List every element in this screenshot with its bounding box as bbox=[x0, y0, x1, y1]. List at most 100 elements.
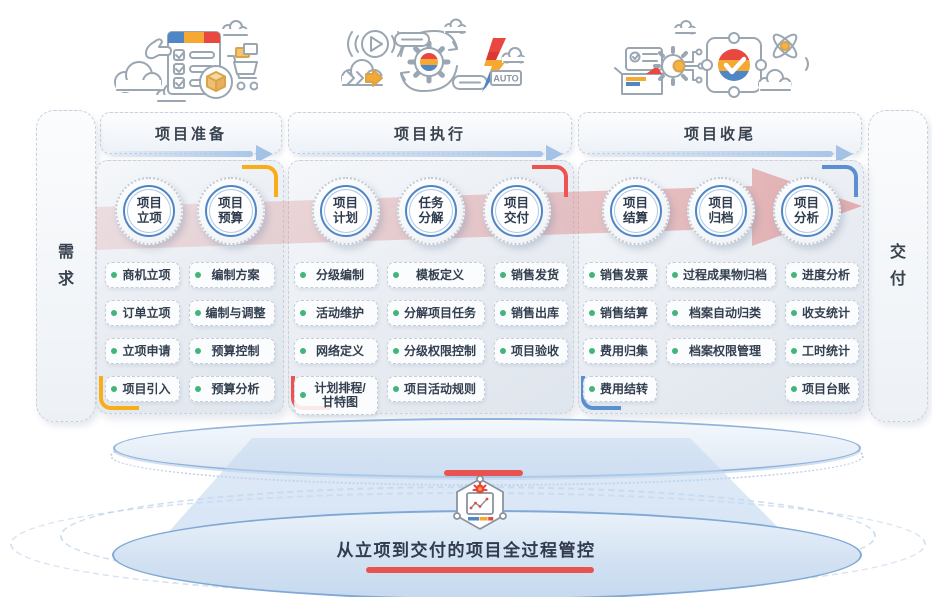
stage-arrow-head-icon bbox=[546, 145, 563, 163]
feature-label: 计划排程/甘特图 bbox=[314, 381, 366, 410]
feature-item: 项目台账 bbox=[785, 376, 860, 402]
stage-arrow-head-icon bbox=[256, 145, 273, 163]
stage-header-preparation: 项目准备 bbox=[100, 112, 282, 163]
feature-label: 销售出库 bbox=[510, 305, 559, 320]
feature-item: 分级编制 bbox=[294, 262, 378, 288]
bullet-dot-icon bbox=[791, 348, 798, 354]
process-node: 项目 立项 bbox=[115, 177, 184, 245]
node-label: 归档 bbox=[708, 211, 734, 225]
feature-item: 分解项目任务 bbox=[386, 300, 485, 326]
feature-item: 网络定义 bbox=[294, 338, 378, 364]
node-label: 分析 bbox=[793, 211, 819, 225]
feature-label: 编制与调整 bbox=[205, 305, 266, 320]
bullet-dot-icon bbox=[111, 272, 118, 278]
bullet-dot-icon bbox=[588, 386, 595, 392]
feature-label: 项目验收 bbox=[510, 343, 559, 358]
analytics-hexagon-icon bbox=[453, 476, 507, 530]
bullet-dot-icon bbox=[194, 348, 201, 354]
bullet-dot-icon bbox=[111, 348, 118, 354]
bullet-dot-icon bbox=[194, 386, 201, 392]
corner-bracket-icon bbox=[822, 165, 858, 197]
feature-item: 工时统计 bbox=[785, 338, 860, 364]
feature-item: 商机立项 bbox=[105, 262, 180, 288]
feature-item: 项目验收 bbox=[493, 338, 568, 364]
feature-label: 活动维护 bbox=[315, 305, 364, 320]
feature-item: 编制方案 bbox=[188, 262, 275, 288]
feature-label: 进度分析 bbox=[802, 267, 851, 282]
bullet-dot-icon bbox=[300, 310, 306, 316]
bullet-dot-icon bbox=[672, 272, 678, 278]
feature-item: 档案权限管理 bbox=[666, 338, 777, 364]
feature-item: 立项申请 bbox=[105, 338, 180, 364]
feature-label: 销售发票 bbox=[599, 267, 648, 282]
feature-item: 订单立项 bbox=[105, 300, 180, 326]
feature-item: 进度分析 bbox=[785, 262, 860, 288]
bullet-dot-icon bbox=[791, 272, 798, 278]
corner-bracket-icon bbox=[99, 376, 139, 410]
feature-item: 项目引入 bbox=[105, 376, 180, 402]
feature-label: 销售发货 bbox=[510, 267, 559, 282]
node-label: 项目 bbox=[136, 196, 162, 210]
bullet-dot-icon bbox=[300, 392, 306, 399]
feature-label: 项目活动规则 bbox=[403, 381, 476, 396]
feature-item: 编制与调整 bbox=[188, 300, 275, 326]
bullet-dot-icon bbox=[392, 272, 399, 278]
feature-label: 订单立项 bbox=[122, 305, 171, 320]
bullet-dot-icon bbox=[392, 310, 399, 316]
bullet-dot-icon bbox=[300, 348, 306, 354]
demand-label: 需求 bbox=[57, 243, 74, 288]
bullet-dot-icon bbox=[672, 348, 678, 354]
bullet-dot-icon bbox=[588, 272, 595, 278]
stage-panel-execution: 项目 计划 任务 分解 项目 交付 分级编制 活动维护 网络定义 计划排程/甘特… bbox=[288, 160, 574, 415]
closing-illustration-icon bbox=[614, 20, 809, 98]
feature-label: 预算分析 bbox=[211, 381, 260, 396]
execution-illustration-icon: AUTO bbox=[341, 18, 525, 93]
feature-item: 计划排程/甘特图 bbox=[294, 376, 378, 415]
stage-panel-closing: 项目 结算 项目 归档 项目 分析 销售发票 销售结算 费用归集 费用结转 过程… bbox=[578, 160, 864, 414]
stage-title: 项目收尾 bbox=[683, 125, 756, 143]
feature-item: 档案自动归类 bbox=[666, 300, 777, 326]
node-label: 项目 bbox=[503, 196, 529, 210]
auto-badge-label: AUTO bbox=[493, 74, 518, 84]
stage-arrow-icon bbox=[589, 151, 833, 157]
feature-item: 销售出库 bbox=[493, 300, 568, 326]
node-label: 预算 bbox=[218, 211, 244, 225]
bullet-dot-icon bbox=[791, 386, 798, 392]
process-node: 项目 预算 bbox=[196, 177, 265, 245]
process-node: 项目 归档 bbox=[687, 177, 755, 245]
feature-label: 分级编制 bbox=[315, 267, 364, 282]
node-label: 交付 bbox=[503, 211, 529, 225]
node-label: 项目 bbox=[793, 196, 819, 210]
feature-label: 分解项目任务 bbox=[403, 305, 476, 320]
feature-item: 分级权限控制 bbox=[386, 338, 485, 364]
feature-item: 预算控制 bbox=[188, 338, 275, 364]
bullet-dot-icon bbox=[392, 386, 399, 392]
stage-title: 项目执行 bbox=[393, 125, 466, 143]
feature-item: 销售发货 bbox=[493, 262, 568, 288]
feature-label: 商机立项 bbox=[122, 267, 171, 282]
delivery-side-bar: 交付 bbox=[868, 110, 928, 422]
bullet-dot-icon bbox=[194, 272, 201, 278]
bottom-caption: 从立项到交付的项目全过程管控 bbox=[336, 541, 596, 560]
process-node: 项目 交付 bbox=[482, 177, 551, 245]
feature-label: 工时统计 bbox=[802, 343, 851, 358]
stage-arrow-head-icon bbox=[836, 145, 853, 163]
feature-label: 费用归集 bbox=[599, 343, 648, 358]
process-node: 项目 结算 bbox=[601, 177, 670, 245]
corner-bracket-icon bbox=[532, 165, 568, 197]
red-accent-segment bbox=[366, 567, 594, 573]
demand-side-bar: 需求 bbox=[36, 110, 96, 422]
delivery-label: 交付 bbox=[889, 243, 906, 288]
feature-item: 预算分析 bbox=[188, 376, 275, 402]
node-label: 项目 bbox=[622, 196, 648, 210]
bullet-dot-icon bbox=[499, 310, 506, 316]
bullet-dot-icon bbox=[392, 348, 399, 354]
feature-label: 预算控制 bbox=[211, 343, 260, 358]
node-label: 项目 bbox=[332, 196, 358, 210]
bullet-dot-icon bbox=[194, 310, 201, 316]
stage-header-execution: 项目执行 bbox=[288, 112, 572, 163]
node-label: 项目 bbox=[218, 196, 244, 210]
feature-item: 销售结算 bbox=[582, 300, 657, 326]
stage-arrow-icon bbox=[111, 151, 253, 157]
node-label: 立项 bbox=[136, 211, 162, 225]
